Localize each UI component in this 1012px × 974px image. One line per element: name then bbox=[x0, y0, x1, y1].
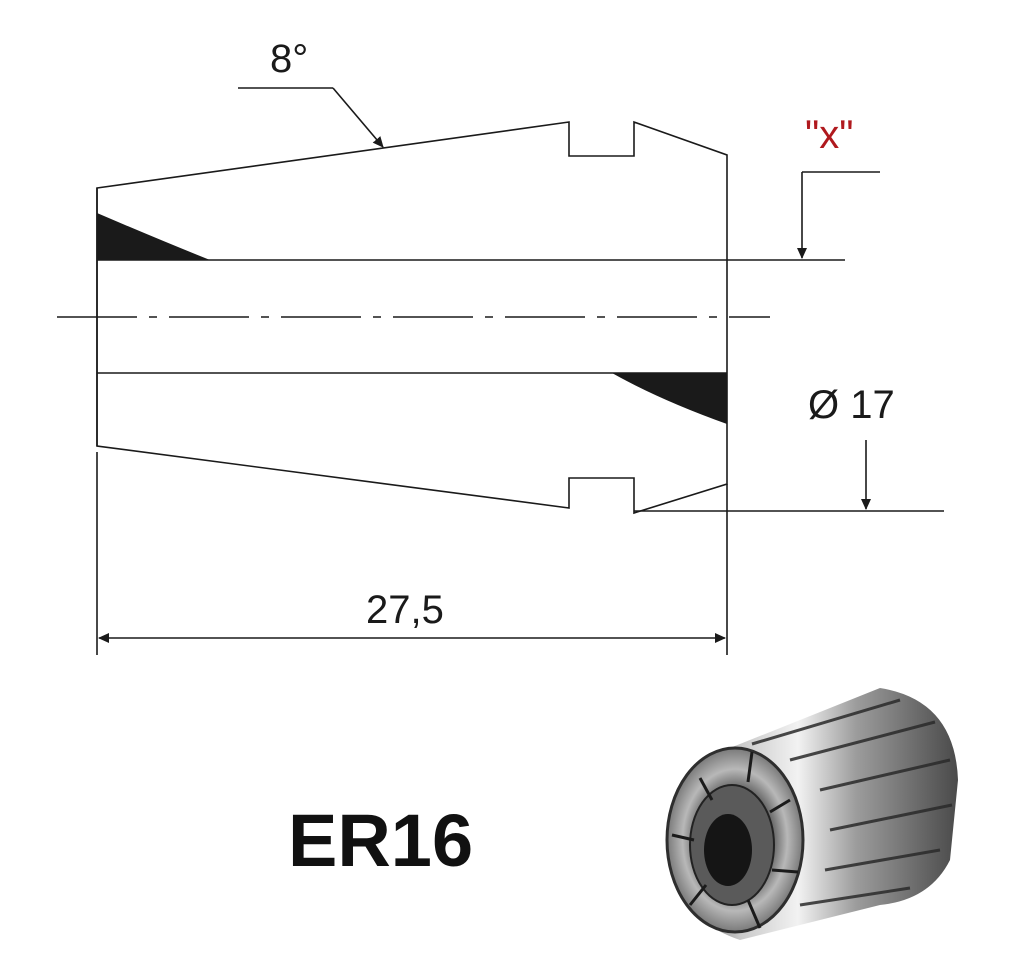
collet-photo bbox=[665, 688, 958, 940]
diameter-label: Ø 17 bbox=[808, 383, 895, 427]
diameter-leader bbox=[634, 440, 944, 512]
x-label: "x" bbox=[805, 113, 853, 157]
length-label: 27,5 bbox=[366, 588, 444, 632]
length-dimension bbox=[96, 452, 728, 655]
exit-chamfer-section bbox=[612, 373, 727, 424]
x-leader bbox=[797, 171, 880, 259]
angle-label: 8° bbox=[270, 37, 308, 81]
angle-leader bbox=[238, 87, 384, 148]
model-label: ER16 bbox=[288, 799, 473, 882]
entry-chamfer-section bbox=[97, 213, 210, 260]
